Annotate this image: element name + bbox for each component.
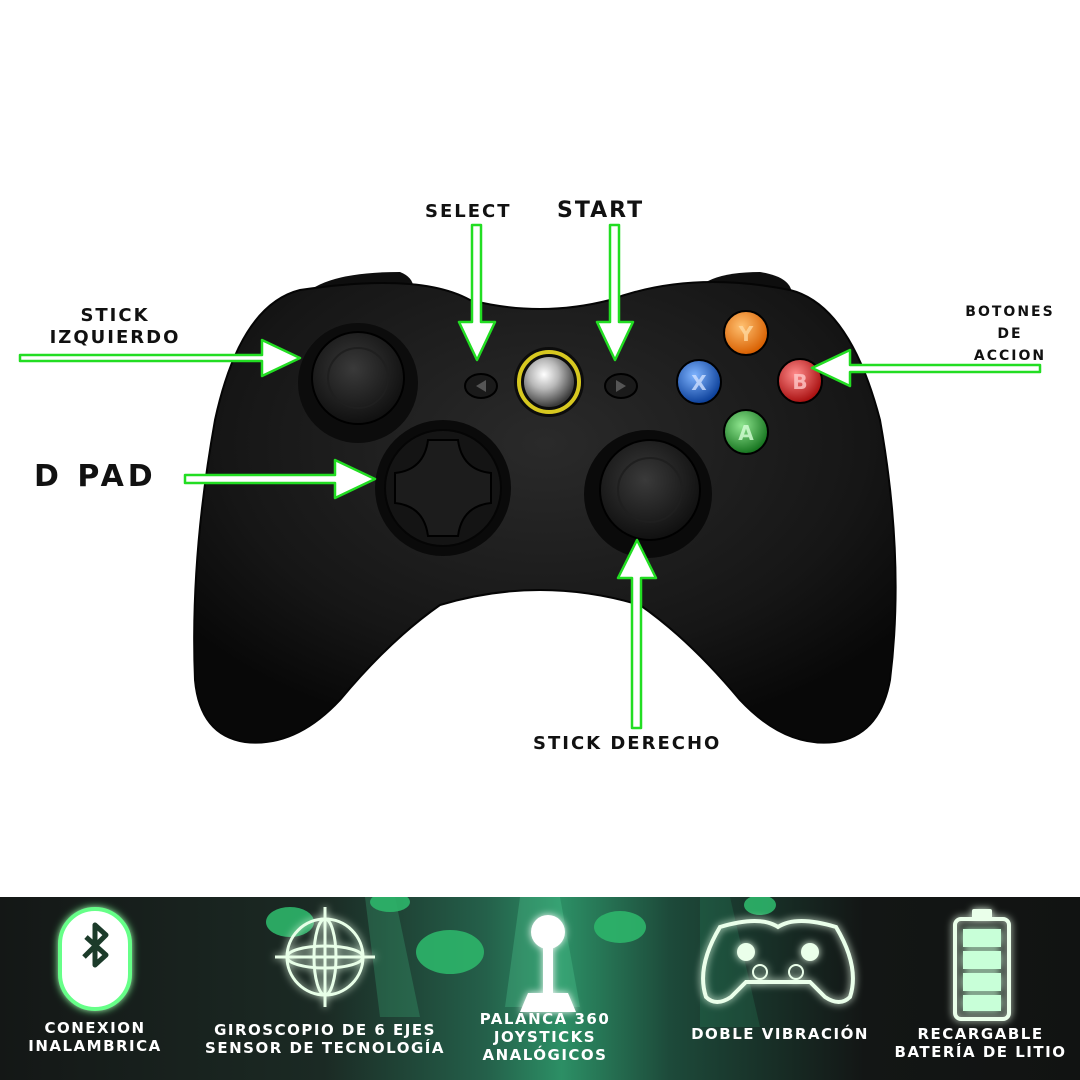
feature-giroscopio-text: GIROSCOPIO DE 6 EJES SENSOR DE TECNOLOGÍ… <box>205 1021 445 1057</box>
stick-derecho-arrow <box>616 538 658 730</box>
gamepad-vibration-icon <box>701 919 855 1004</box>
features-strip: CONEXION INALAMBRICA GIROSCOPIO DE 6 EJE… <box>0 897 1080 1080</box>
stick-derecho-label: STICK DERECHO <box>533 733 722 754</box>
stick-izquierdo-arrow <box>18 338 302 378</box>
d-pad-arrow <box>183 458 377 500</box>
feature-vibracion-text: DOBLE VIBRACIÓN <box>691 1025 869 1043</box>
joystick-icon <box>520 915 576 1012</box>
face-button-x: X <box>676 359 722 405</box>
right-stick <box>599 439 701 541</box>
dpad-cross <box>394 439 492 537</box>
face-button-b: B <box>777 358 823 404</box>
start-arrow <box>595 223 635 362</box>
svg-text:Y: Y <box>738 322 754 346</box>
guide-button <box>524 357 574 407</box>
feature-palanca-text: PALANCA 360 JOYSTICKS ANALÓGICOS <box>479 1010 611 1064</box>
face-button-y: Y <box>723 310 769 356</box>
battery-icon <box>953 909 1011 1021</box>
svg-text:A: A <box>738 421 754 445</box>
svg-text:X: X <box>691 371 707 395</box>
select-arrow <box>457 223 497 362</box>
botones-de-accion-label: BOTONES DE ACCION <box>965 304 1055 364</box>
select-label: SELECT <box>425 201 512 222</box>
start-label: START <box>557 198 645 223</box>
svg-text:B: B <box>792 370 807 394</box>
left-stick <box>311 331 405 425</box>
feature-bateria-text: RECARGABLE BATERÍA DE LITIO <box>894 1025 1067 1061</box>
stick-izquierdo-label: STICK IZQUIERDO <box>49 305 181 348</box>
bluetooth-icon <box>58 907 132 1011</box>
face-button-a: A <box>723 409 769 455</box>
gyroscope-icon <box>275 907 375 1007</box>
feature-conexion-text: CONEXION INALAMBRICA <box>28 1019 162 1055</box>
botones-de-accion-arrow <box>810 348 1042 388</box>
d-pad-label: D PAD <box>34 459 157 494</box>
